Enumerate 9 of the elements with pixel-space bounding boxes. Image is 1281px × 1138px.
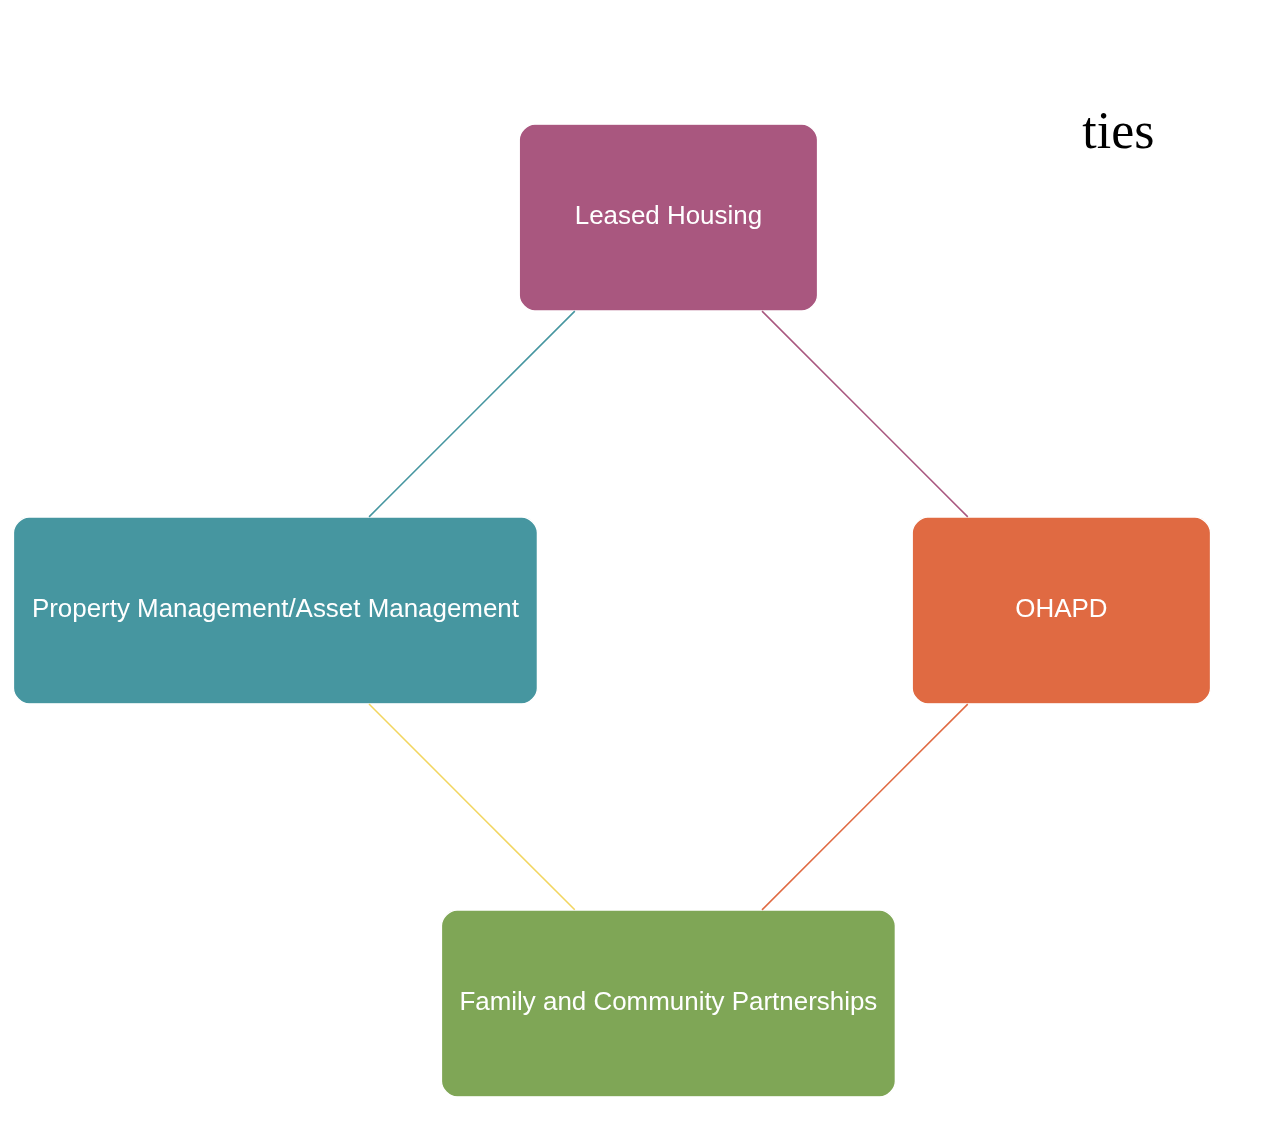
connector (761, 703, 969, 911)
node-box: Family and Community Partnerships (440, 909, 896, 1098)
label: ties (1082, 101, 1155, 159)
connector (368, 703, 576, 911)
node-box: OHAPD (911, 516, 1212, 705)
node-box: Leased Housing (518, 123, 819, 312)
node-box: Property Management/Asset Management (12, 516, 539, 705)
connector (761, 310, 969, 518)
connector (368, 310, 576, 518)
